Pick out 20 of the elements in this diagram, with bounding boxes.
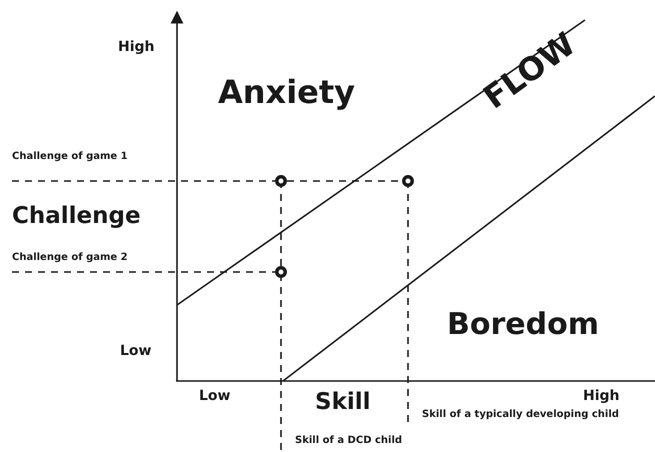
dashed-guide-line <box>12 180 275 182</box>
axis-label: High <box>583 389 620 403</box>
axis-label: Low <box>120 344 152 358</box>
axis-label: Low <box>199 389 230 403</box>
marker-circle <box>275 266 287 278</box>
region-label: Anxiety <box>218 76 356 108</box>
marker-circle <box>275 175 287 187</box>
dashed-guide-line <box>407 187 409 422</box>
axis-annotation: Skill of a DCD child <box>295 436 404 446</box>
axis-label: High <box>118 40 155 54</box>
marker-circle <box>402 175 414 187</box>
dashed-guide-line <box>280 187 282 266</box>
dashed-guide-line <box>12 271 275 273</box>
axis-annotation: Challenge of game 2 <box>12 253 129 263</box>
axis-annotation: Challenge of game 1 <box>12 152 129 162</box>
region-label: Boredom <box>447 310 599 340</box>
axis-annotation: Skill of a typically developing child <box>422 410 620 420</box>
axis-title: Skill <box>315 391 371 414</box>
axis-title: Challenge <box>12 205 141 228</box>
dashed-guide-line <box>280 278 282 450</box>
